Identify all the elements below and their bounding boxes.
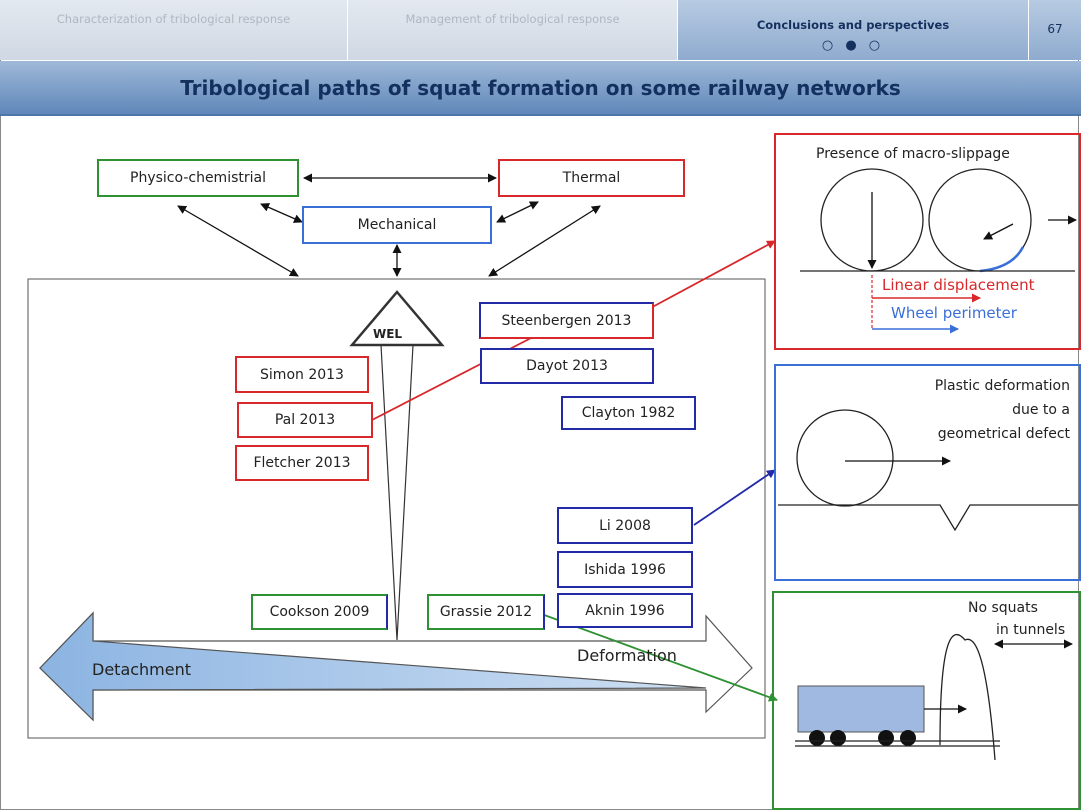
plastic-line3: geometrical defect xyxy=(937,426,1070,442)
ref-label: Aknin 1996 xyxy=(585,602,665,619)
ref-label: Pal 2013 xyxy=(274,412,336,428)
ref-label: Ishida 1996 xyxy=(584,561,666,578)
nav-tab-characterization[interactable]: Characterization of tribological respons… xyxy=(0,0,348,60)
arrow-thermal-main xyxy=(488,205,601,277)
category-mechanical: Mechanical xyxy=(302,206,492,244)
rail-with-defect xyxy=(778,504,1078,532)
category-label: Mechanical xyxy=(357,217,437,233)
linear-displacement-label: Linear displacement xyxy=(882,276,1035,294)
panel-macro-slippage xyxy=(774,133,1081,350)
ref-aknin: Aknin 1996 xyxy=(557,593,693,628)
wheel-right-radius xyxy=(983,223,1014,240)
ref-label: Simon 2013 xyxy=(260,366,344,383)
panel-plastic-deformation xyxy=(774,364,1081,581)
train-wheel-1 xyxy=(809,730,825,746)
ref-label: Steenbergen 2013 xyxy=(501,312,632,329)
train-wagon xyxy=(797,685,925,733)
nav-tab-label: Management of tribological response xyxy=(405,12,620,26)
ref-steenbergen: Steenbergen 2013 xyxy=(479,302,654,339)
ref-dayot: Dayot 2013 xyxy=(480,348,654,384)
slide-title: Tribological paths of squat formation on… xyxy=(180,75,901,100)
category-label: Thermal xyxy=(562,170,621,186)
ref-grassie: Grassie 2012 xyxy=(427,594,545,630)
train-wheel-4 xyxy=(900,730,916,746)
wheel-perimeter-arc xyxy=(979,246,1025,273)
category-thermal: Thermal xyxy=(498,159,685,197)
ref-simon: Simon 2013 xyxy=(235,356,369,393)
axis-label-deformation: Deformation xyxy=(577,646,677,665)
link-steenbergen-slippage xyxy=(631,240,776,319)
ref-cookson: Cookson 2009 xyxy=(251,594,388,630)
nav-tab-conclusions[interactable]: Conclusions and perspectives ○ ● ○ xyxy=(678,0,1028,60)
top-navigation: Characterization of tribological respons… xyxy=(0,0,1081,60)
nav-tab-management[interactable]: Management of tribological response xyxy=(348,0,678,60)
category-physico-chemical: Physico-chemistrial xyxy=(97,159,299,197)
arrow-physico-main xyxy=(177,205,299,277)
train-wheel-3 xyxy=(878,730,894,746)
wel-label: WEL xyxy=(373,327,403,341)
ref-li: Li 2008 xyxy=(557,507,693,544)
wheel-perimeter-label: Wheel perimeter xyxy=(891,304,1017,322)
panel-tunnels xyxy=(772,591,1081,810)
section-progress-dots: ○ ● ○ xyxy=(821,37,885,53)
detachment-arrow-fill xyxy=(39,611,707,722)
wel-triangle xyxy=(349,290,445,347)
ref-fletcher: Fletcher 2013 xyxy=(235,445,369,481)
ref-label: Clayton 1982 xyxy=(581,405,676,421)
tunnel-arch xyxy=(939,634,996,761)
ref-ishida: Ishida 1996 xyxy=(557,551,693,588)
plastic-line1: Plastic deformation xyxy=(934,378,1070,394)
ref-label: Li 2008 xyxy=(599,517,651,534)
arrow-physico-mechanical xyxy=(260,203,303,223)
category-label: Physico-chemistrial xyxy=(130,170,266,186)
tunnel-line1: No squats xyxy=(968,600,1038,616)
ref-label: Fletcher 2013 xyxy=(253,455,351,471)
panel-slippage-title: Presence of macro-slippage xyxy=(816,146,1010,162)
nav-tab-label: Characterization of tribological respons… xyxy=(56,12,291,26)
ref-label: Cookson 2009 xyxy=(269,604,370,620)
ref-label: Dayot 2013 xyxy=(526,358,608,374)
ref-pal: Pal 2013 xyxy=(237,402,373,438)
slide-title-bar: Tribological paths of squat formation on… xyxy=(0,61,1081,116)
page-number: 67 xyxy=(1028,0,1081,60)
tunnel-line2: in tunnels xyxy=(996,622,1066,638)
plastic-line2: due to a xyxy=(1012,402,1070,418)
arrow-thermal-mechanical xyxy=(496,201,539,223)
ref-label: Grassie 2012 xyxy=(439,604,533,620)
page-number-label: 67 xyxy=(1047,22,1063,36)
diagram-main-frame xyxy=(27,278,766,739)
nav-tab-label: Conclusions and perspectives xyxy=(756,17,950,32)
link-li-plastic xyxy=(693,469,776,526)
axis-label-detachment: Detachment xyxy=(92,660,192,679)
wheel-plastic xyxy=(796,409,894,507)
ref-clayton: Clayton 1982 xyxy=(561,396,696,430)
train-wheel-2 xyxy=(830,730,846,746)
